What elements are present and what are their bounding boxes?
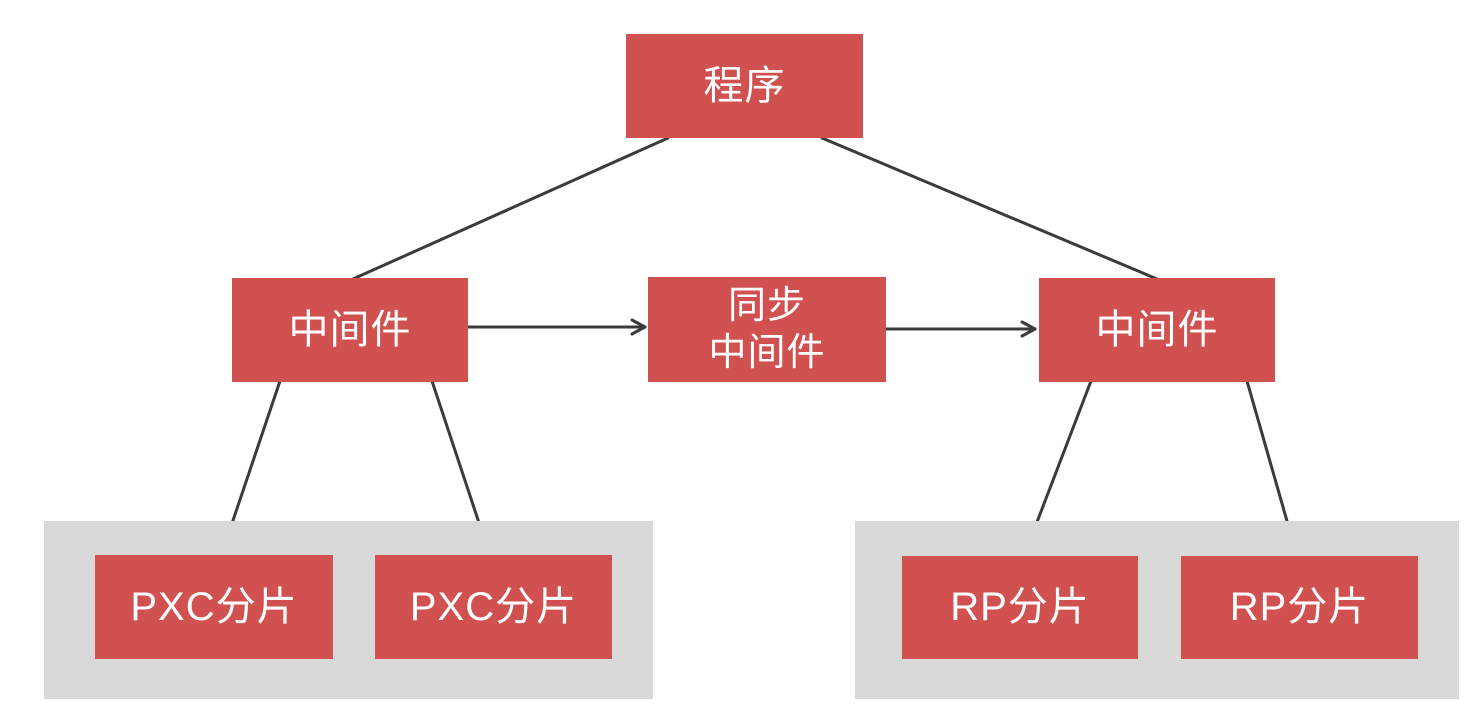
node-rp-shard-1-label: RP分片 (950, 585, 1090, 630)
node-rp-shard-2: RP分片 (1181, 556, 1418, 659)
node-middleware-right: 中间件 (1039, 278, 1275, 382)
node-program: 程序 (626, 34, 863, 138)
edge-program-to-right-middleware (820, 136, 1159, 281)
edge-program-to-left-middleware (351, 136, 670, 281)
node-sync-middleware-label: 同步 中间件 (708, 285, 826, 374)
node-middleware-left-label: 中间件 (288, 307, 412, 352)
node-sync-middleware: 同步 中间件 (648, 277, 886, 382)
node-pxc-shard-1-label: PXC分片 (130, 584, 298, 629)
node-middleware-left: 中间件 (232, 278, 468, 382)
node-pxc-shard-2-label: PXC分片 (409, 584, 578, 629)
node-rp-shard-1: RP分片 (902, 556, 1138, 659)
node-pxc-shard-1: PXC分片 (95, 555, 333, 659)
node-middleware-right-label: 中间件 (1095, 307, 1219, 352)
node-pxc-shard-2: PXC分片 (375, 555, 612, 659)
node-program-label: 程序 (703, 63, 786, 108)
node-rp-shard-2-label: RP分片 (1229, 585, 1370, 630)
